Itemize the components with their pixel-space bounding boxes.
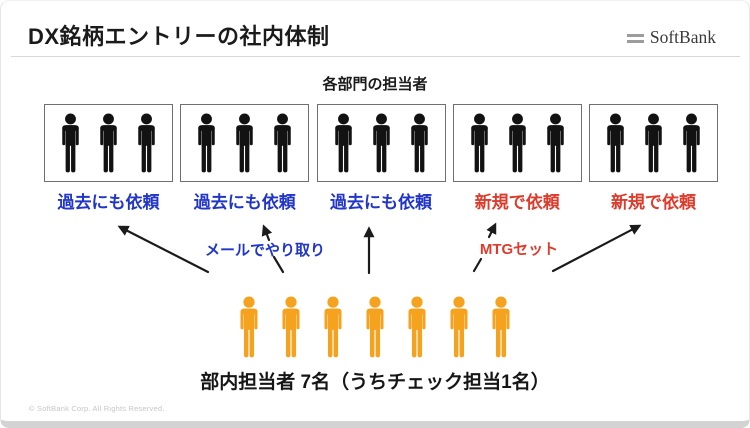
department-box [316,104,446,182]
arrows-layer [117,222,642,275]
softbank-logo: SoftBank [626,27,716,48]
arrow-to-dept-4-tail [472,257,483,273]
department-column: 過去にも依頼 [44,104,173,213]
department-label: 過去にも依頼 [330,193,432,212]
department-column: 過去にも依頼 [316,104,446,213]
arrow-to-dept-2-head [261,224,273,242]
person-icon [236,296,262,358]
arrow-to-dept-4-head [486,222,497,239]
person-icon [194,113,219,173]
person-icon [369,113,394,173]
logo-bar [626,33,644,38]
person-icon [641,113,666,173]
person-icon [407,113,432,173]
arrow-to-dept-5 [551,224,642,273]
person-icon [270,113,295,173]
department-label: 過去にも依頼 [193,193,296,212]
department-column: 新規で依頼 [589,104,718,213]
department-box [452,104,582,182]
person-icon [96,113,121,173]
department-box [44,104,173,182]
department-column: 新規で依頼 [452,104,582,213]
person-icon [58,113,83,173]
logo-bar [626,39,644,44]
team-row [1,296,749,358]
person-icon [488,296,514,358]
arrow-to-dept-2-tail [272,255,285,274]
person-icon [362,296,388,358]
arrow-to-dept-1 [117,225,210,274]
department-box [180,104,310,182]
page-title: DX銘柄エントリーの社内体制 [28,24,330,49]
team-caption: 部内担当者 7名（うちチェック担当1名） [200,372,550,393]
header-divider [11,56,740,57]
copyright: © SoftBank Corp. All Rights Reserved. [29,404,165,413]
person-icon [543,113,568,173]
group-label: 各部門の担当者 [322,76,428,93]
department-row: 過去にも依頼 過去にも依頼 過去にも依頼 新規で依頼 [44,104,718,213]
department-label: 過去にも依頼 [57,193,160,212]
department-column: 過去にも依頼 [180,104,310,213]
person-icon [467,113,492,173]
annotation-mtg: MTGセット [479,241,559,258]
person-icon [278,296,304,358]
person-icon [320,296,346,358]
person-icon [331,113,356,173]
annotation-mail: メールでやり取り [204,242,326,259]
softbank-logo-text: SoftBank [649,27,716,47]
person-icon [603,113,628,173]
person-icon [679,113,704,173]
person-icon [232,113,257,173]
department-label: 新規で依頼 [611,193,696,212]
department-box [589,104,718,182]
department-label: 新規で依頼 [474,193,560,212]
person-icon [446,296,472,358]
person-icon [505,113,530,173]
person-icon [134,113,159,173]
softbank-bars-icon [626,32,644,44]
person-icon [404,296,430,358]
